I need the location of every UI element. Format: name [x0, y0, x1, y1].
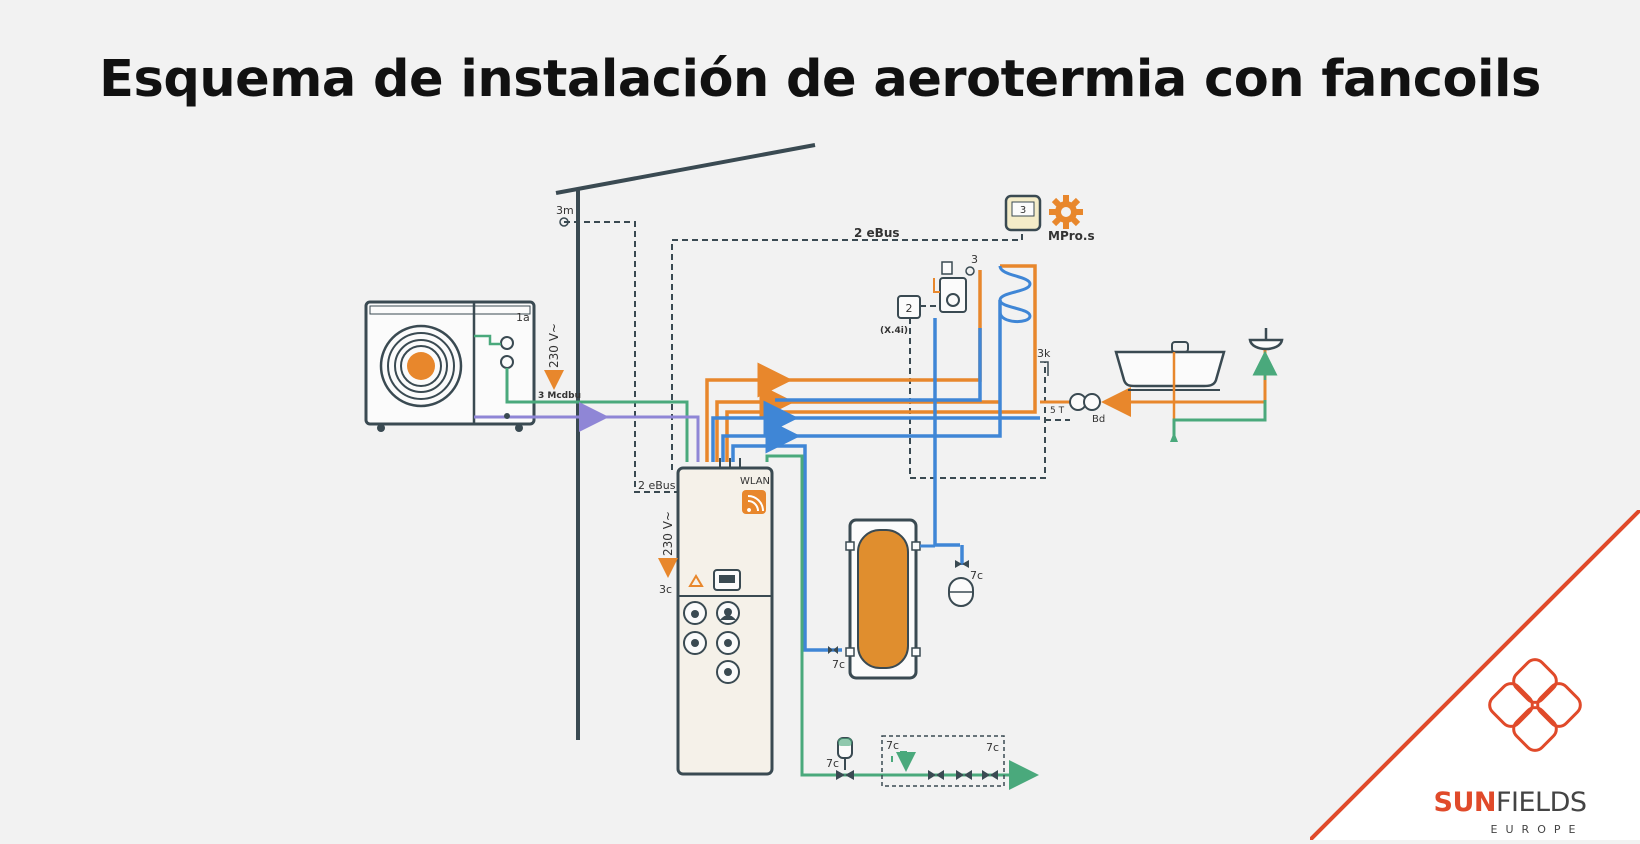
ebus-left-label: 2 eBus	[638, 479, 676, 492]
mpro-label: MPro.s	[1048, 229, 1095, 243]
warning-icon	[688, 574, 704, 587]
label-3k: 3k	[1037, 347, 1051, 360]
label-bd: Bd	[1092, 414, 1105, 425]
x4i-label: (X.4i)	[880, 326, 908, 336]
mixing-valve: 3	[933, 253, 978, 313]
ebus-wiring	[564, 221, 1070, 493]
voltage-outdoor-label: 230 V~	[547, 323, 561, 368]
brand-region: EUROPE	[1491, 823, 1584, 836]
brand-corner-graphic: SUNFIELDS EUROPE	[1308, 508, 1640, 842]
wifi-icon	[742, 490, 766, 514]
brand-fields: FIELDS	[1496, 787, 1587, 818]
expansion-vessel	[948, 560, 974, 607]
page-title: Esquema de instalación de aerotermia con…	[99, 50, 1541, 109]
buffer-tank	[845, 518, 921, 680]
sunfields-logo-icon	[1488, 658, 1582, 752]
fan-icon	[379, 324, 463, 408]
label-7c-box-a: 7c	[886, 739, 899, 752]
label-3c: 3c	[659, 583, 672, 596]
indoor-unit: WLAN	[676, 458, 774, 776]
label-7c-tank: 7c	[832, 658, 845, 671]
label-5t: 5 T	[1050, 406, 1065, 416]
gear-icon	[1049, 195, 1083, 229]
valve-box	[881, 735, 1005, 787]
buffer-coil	[998, 265, 1032, 323]
voltage-indoor-label: 230 V~	[661, 511, 675, 556]
dhw-pump	[1069, 393, 1101, 411]
mixer-id: 3	[971, 253, 978, 266]
module-2: 2 (X.4i)	[880, 295, 921, 336]
sensor-3m-label: 3m	[556, 204, 574, 217]
bathtub-icon	[1114, 341, 1226, 430]
brand-corner: SUNFIELDS EUROPE	[1308, 508, 1640, 842]
outdoor-unit-id: 1a	[516, 311, 530, 324]
wlan-label: WLAN	[740, 476, 770, 487]
outdoor-unit: 1a	[364, 300, 536, 432]
svg-text:2: 2	[906, 302, 913, 315]
label-7c-box-b: 7c	[986, 741, 999, 754]
mcdbu-label: 3 Mcdbu	[538, 391, 581, 401]
ebus-top-label: 2 eBus	[854, 226, 900, 240]
fill-assembly	[836, 737, 854, 780]
label-7c-bottom: 7c	[826, 757, 839, 770]
brand-sun: SUN	[1434, 787, 1496, 818]
building-wall	[555, 143, 816, 740]
label-7c-exp: 7c	[970, 569, 983, 582]
svg-text:3: 3	[1020, 205, 1026, 216]
shower-icon	[1248, 328, 1284, 351]
svg-text:SUNFIELDS: SUNFIELDS	[1434, 787, 1587, 818]
room-controller: 3	[1004, 194, 1042, 232]
